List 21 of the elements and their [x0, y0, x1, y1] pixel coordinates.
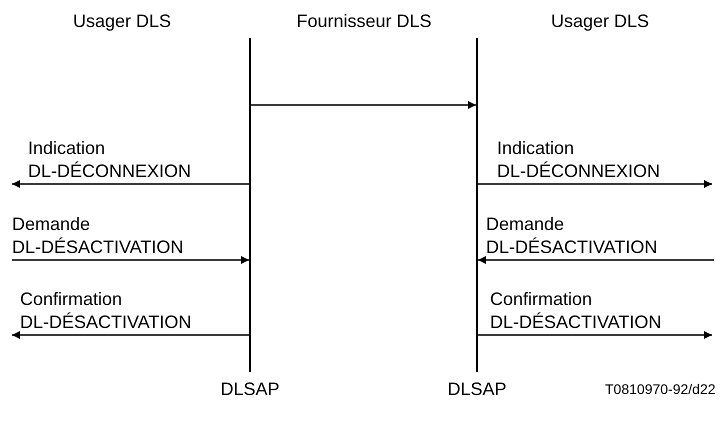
- edge-label: Indication DL-DÉCONNEXION: [497, 137, 662, 183]
- arrow: [12, 256, 249, 264]
- interface-line: [249, 38, 251, 372]
- edge-label: Confirmation DL-DÉSACTIVATION: [490, 288, 662, 334]
- edge-label: Demande DL-DÉSACTIVATION: [12, 213, 184, 259]
- arrow: [251, 101, 476, 109]
- figure-code: T0810970-92/d22: [605, 380, 716, 399]
- participant-label: Fournisseur DLS: [296, 10, 432, 33]
- interface-line: [476, 38, 478, 372]
- arrow: [478, 331, 712, 339]
- participant-label: Usager DLS: [551, 10, 650, 33]
- arrow: [12, 331, 249, 339]
- interface-label: DLSAP: [448, 378, 507, 401]
- arrow: [478, 256, 714, 264]
- arrow: [12, 180, 249, 188]
- interface-label: DLSAP: [220, 378, 280, 401]
- edge-label: Indication DL-DÉCONNEXION: [28, 137, 192, 183]
- edge-label: Confirmation DL-DÉSACTIVATION: [20, 288, 192, 334]
- participant-label: Usager DLS: [73, 10, 172, 33]
- arrow: [478, 180, 712, 188]
- edge-label: Demande DL-DÉSACTIVATION: [486, 213, 658, 259]
